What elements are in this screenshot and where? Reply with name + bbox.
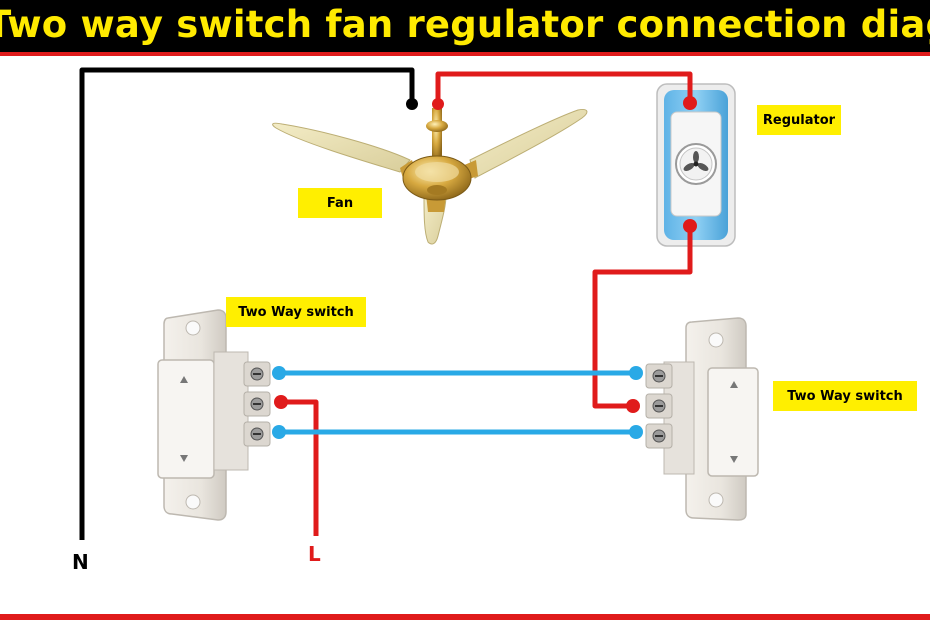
traveler-bottom-right-terminal xyxy=(629,425,643,439)
two-way-switch-left xyxy=(157,309,271,521)
arrow-down-icon xyxy=(180,455,188,462)
switch-left-rocker xyxy=(157,359,215,479)
switch-left-terminal-block xyxy=(213,351,249,471)
fan-symbol-icon xyxy=(683,151,709,171)
neutral-terminal-label: N xyxy=(72,550,89,574)
neutral-wire-end xyxy=(406,98,418,110)
traveler-bottom-left-terminal xyxy=(272,425,286,439)
fan-live-wire-end xyxy=(432,98,444,110)
title-bar: Two way switch fan regulator connection … xyxy=(0,0,930,52)
ceiling-fan xyxy=(272,108,588,245)
fan-canopy xyxy=(426,120,448,132)
arrow-up-icon xyxy=(730,381,738,388)
arrow-up-icon xyxy=(180,376,188,383)
fan-live-wire xyxy=(435,71,693,104)
regulator-bottom-terminal xyxy=(683,219,697,233)
switch-left-screw-top xyxy=(185,320,201,336)
page-title: Two way switch fan regulator connection … xyxy=(0,3,930,46)
title-underline xyxy=(0,52,930,56)
fan-blade-right xyxy=(469,109,588,179)
regulator-label: Regulator xyxy=(757,105,841,135)
switch-left-label: Two Way switch xyxy=(226,297,366,327)
live-supply-wire xyxy=(281,399,319,536)
traveler-top-left-terminal xyxy=(272,366,286,380)
arrow-down-icon xyxy=(730,456,738,463)
switch-right-screw-top xyxy=(708,332,724,348)
live-terminal-label: L xyxy=(308,542,321,566)
switch-right-common-terminal xyxy=(626,399,640,413)
fan-downrod xyxy=(432,108,442,160)
switch-left-common-terminal xyxy=(274,395,288,409)
regulator-to-switch-wire xyxy=(592,226,693,409)
fan-label: Fan xyxy=(298,188,382,218)
switch-right-label: Two Way switch xyxy=(773,381,917,411)
neutral-wire xyxy=(79,67,415,540)
switch-right-rocker xyxy=(707,367,759,477)
regulator-top-terminal xyxy=(683,96,697,110)
switch-left-screw-bottom xyxy=(185,494,201,510)
fan-regulator xyxy=(656,83,736,247)
switch-right-screw-bottom xyxy=(708,492,724,508)
fan-motor-highlight xyxy=(415,162,459,182)
traveler-top-right-terminal xyxy=(629,366,643,380)
fan-motor-cap xyxy=(427,185,447,195)
fan-blade-left xyxy=(272,122,411,173)
two-way-switch-right xyxy=(645,317,759,521)
